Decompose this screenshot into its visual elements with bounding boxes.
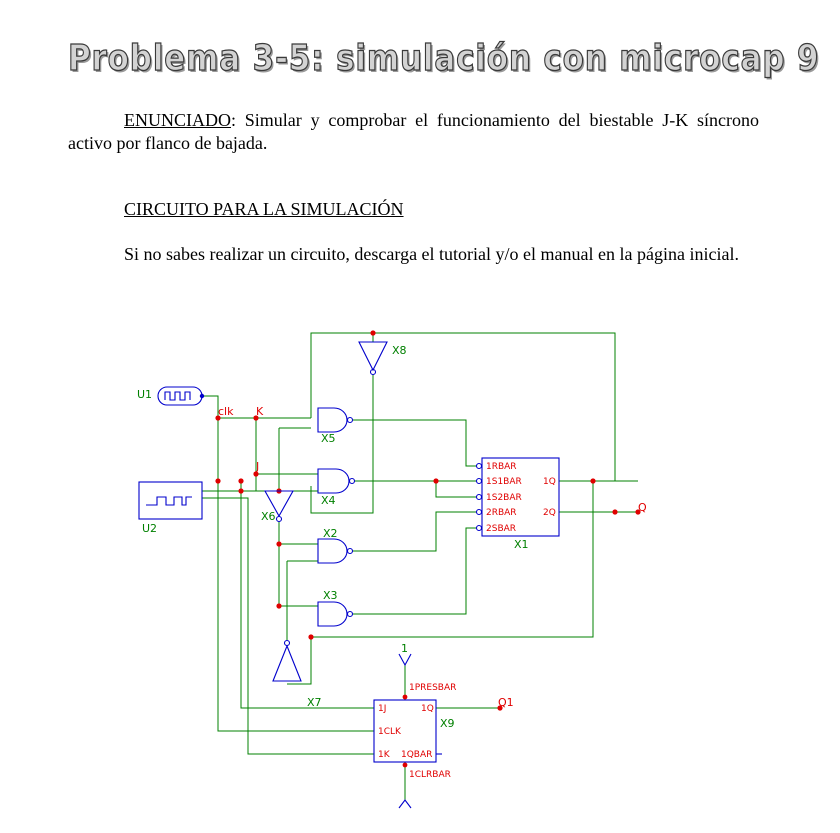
x3-nand-gate <box>317 601 354 627</box>
instructions-text: Si no sabes realizar un circuito, descar… <box>124 244 739 264</box>
u2-pulse-source <box>138 481 203 520</box>
x8-inverter <box>358 341 388 376</box>
enunciado-paragraph: ENUNCIADO: Simular y comprobar el funcio… <box>68 109 759 155</box>
net-label-clk: clk <box>218 405 234 418</box>
x6-inverter <box>264 490 294 523</box>
x5-label: X5 <box>321 432 336 445</box>
x1-pin-2q: 2Q <box>543 508 556 518</box>
x9-pin-presbar: 1PRESBAR <box>409 683 456 693</box>
x1-pin-1rbar: 1RBAR <box>486 462 517 472</box>
schematic-wires <box>202 332 638 800</box>
x2-nand-gate <box>317 538 354 564</box>
x1-pin-2sbar: 2SBAR <box>486 524 516 534</box>
x1-label: X1 <box>514 538 529 551</box>
x9-pin-1clk: 1CLK <box>378 727 402 737</box>
net-label-q1: Q1 <box>498 696 514 709</box>
page-title: Problema 3-5: simulación con microcap 9 <box>67 37 820 79</box>
x1-flip-flop <box>475 457 560 537</box>
x7-inverter <box>272 639 302 682</box>
x9-pin-1qbar: 1QBAR <box>401 750 432 760</box>
x4-nand-gate <box>317 468 356 494</box>
net-label-j: J <box>255 460 259 473</box>
net-label-q: Q <box>638 501 647 514</box>
u2-label: U2 <box>142 522 157 535</box>
x7-label: X7 <box>307 696 322 709</box>
x9-jk-flip-flop <box>373 653 442 809</box>
net-label-k: K <box>256 405 264 418</box>
x3-label: X3 <box>323 589 338 602</box>
enunciado-text: : Simular y comprobar el funcionamiento … <box>68 110 759 153</box>
x8-label: X8 <box>392 344 407 357</box>
x5-nand-gate <box>317 407 354 433</box>
x9-pin-1q: 1Q <box>421 704 434 714</box>
x1-pin-1q: 1Q <box>543 477 556 487</box>
u1-clock-source <box>157 386 205 406</box>
enunciado-label: ENUNCIADO <box>124 110 231 130</box>
x9-pin-1k: 1K <box>378 750 391 760</box>
circuit-heading: CIRCUITO PARA LA SIMULACIÓN <box>124 199 404 219</box>
x9-pin-1j: 1J <box>378 704 386 714</box>
x2-label: X2 <box>323 527 338 540</box>
u1-label: U1 <box>137 388 152 401</box>
x1-pin-2rbar: 2RBAR <box>486 508 517 518</box>
instructions-paragraph: Si no sabes realizar un circuito, descar… <box>68 243 759 266</box>
junction-dots <box>215 330 641 768</box>
x9-label: X9 <box>440 717 455 730</box>
x9-pin-clrbar: 1CLRBAR <box>409 770 451 780</box>
x1-pin-1s2bar: 1S2BAR <box>486 493 522 503</box>
x6-label: X6 <box>261 510 276 523</box>
x4-label: X4 <box>321 494 336 507</box>
x9-supply-label: 1 <box>401 642 408 655</box>
x1-pin-1s1bar: 1S1BAR <box>486 477 522 487</box>
